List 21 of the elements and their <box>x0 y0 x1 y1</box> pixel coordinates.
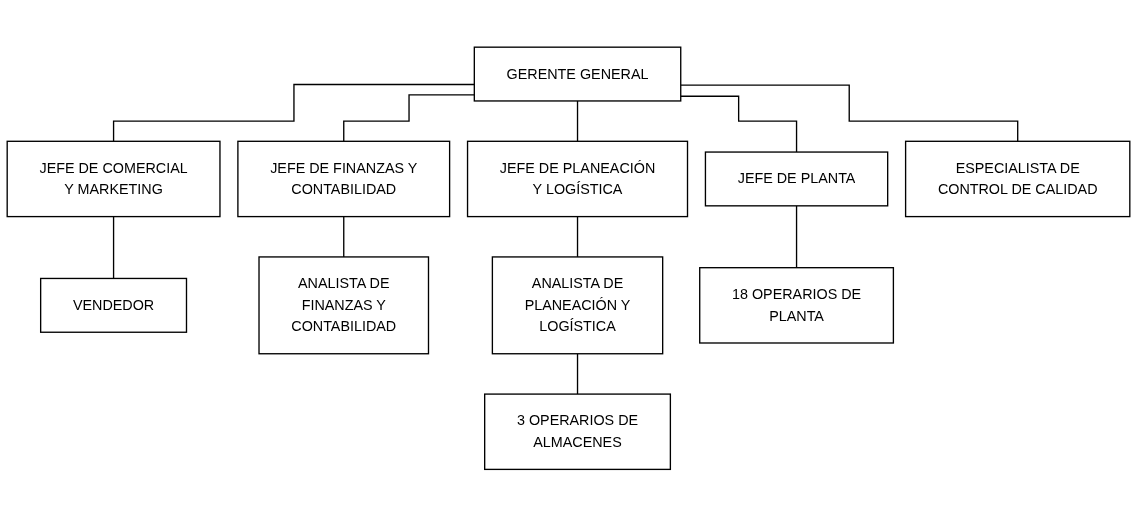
connector <box>680 95 798 153</box>
connector <box>576 353 579 395</box>
connector <box>112 216 115 280</box>
node-box: ANALISTA DE PLANEACIÓN Y LOGÍSTICA <box>491 256 664 355</box>
node-box: VENDEDOR <box>40 278 188 334</box>
node-box: 3 OPERARIOS DE ALMACENES <box>484 393 672 471</box>
node-box: 18 OPERARIOS DE PLANTA <box>699 267 895 344</box>
node-box: JEFE DE FINANZAS Y CONTABILIDAD <box>237 140 451 218</box>
connector <box>795 205 798 269</box>
node-box: JEFE DE PLANEACIÓN Y LOGÍSTICA <box>466 140 689 218</box>
node-box: ESPECIALISTA DE CONTROL DE CALIDAD <box>904 140 1131 218</box>
connector <box>576 100 579 143</box>
connector <box>343 216 345 258</box>
node-box: GERENTE GENERAL <box>473 46 682 102</box>
connector <box>680 84 1019 143</box>
node-box: ANALISTA DE FINANZAS Y CONTABILIDAD <box>258 256 430 355</box>
node-box: JEFE DE COMERCIAL Y MARKETING <box>6 140 221 218</box>
connector <box>343 94 475 143</box>
connector <box>112 84 475 143</box>
node-box: JEFE DE PLANTA <box>704 151 889 207</box>
connector <box>576 216 579 258</box>
